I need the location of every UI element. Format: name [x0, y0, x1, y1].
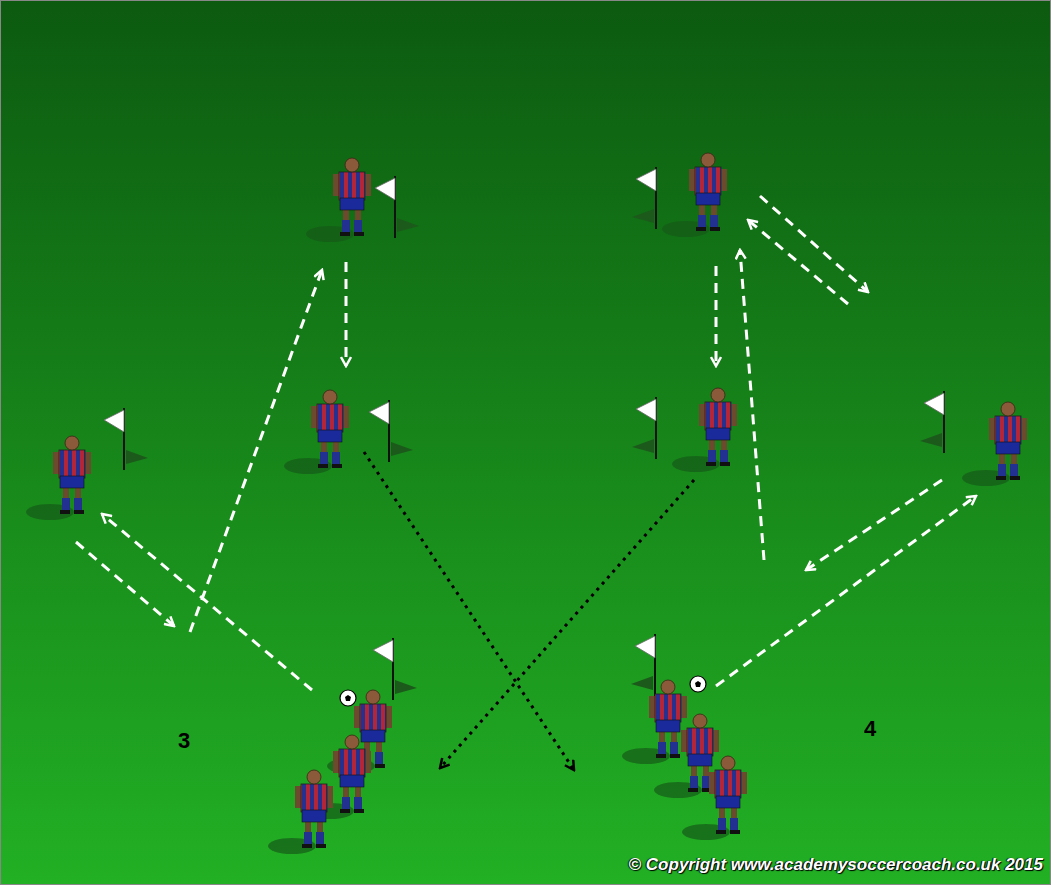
players	[26, 153, 1027, 854]
drill-number: 3	[178, 728, 190, 754]
copyright-watermark: © Copyright www.academysoccercoach.co.uk…	[629, 855, 1043, 875]
balls	[340, 676, 706, 706]
run-arrows	[364, 452, 694, 770]
drill-number: 4	[864, 716, 876, 742]
pass-arrows	[76, 196, 976, 690]
